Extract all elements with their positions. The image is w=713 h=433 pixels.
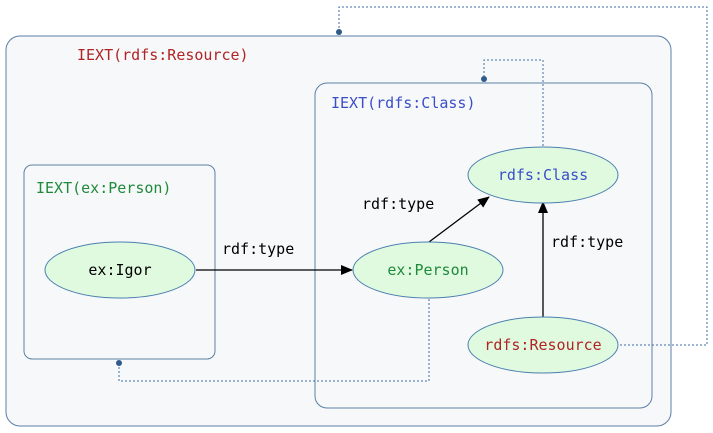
- edge-person-to-class: [428, 196, 490, 243]
- anchor-dot-person: [116, 360, 122, 366]
- node-ex-igor-label: ex:Igor: [88, 261, 151, 279]
- node-ex-person: [352, 241, 504, 299]
- container-resource-label: IEXT(rdfs:Resource): [77, 46, 249, 64]
- dotted-link-person-to-person-container: [118, 299, 430, 382]
- node-rdfs-resource: [467, 316, 619, 374]
- dotted-link-class-to-class-container: [483, 59, 544, 150]
- edge-igor-to-person-label: rdf:type: [222, 240, 294, 258]
- edge-person-to-class-label: rdf:type: [362, 195, 434, 213]
- container-class-label: IEXT(rdfs:Class): [331, 94, 476, 112]
- dotted-link-resource-to-outer: [338, 6, 708, 346]
- node-rdfs-class: [467, 146, 619, 204]
- node-ex-igor: [44, 241, 196, 299]
- edge-resource-to-class-label: rdf:type: [551, 233, 623, 251]
- node-ex-person-label: ex:Person: [387, 261, 468, 279]
- anchor-dot-class: [481, 76, 487, 82]
- node-rdfs-class-label: rdfs:Class: [498, 166, 588, 184]
- node-rdfs-resource-label: rdfs:Resource: [484, 336, 601, 354]
- anchor-dot-outer: [336, 29, 342, 35]
- container-person-label: IEXT(ex:Person): [36, 179, 171, 197]
